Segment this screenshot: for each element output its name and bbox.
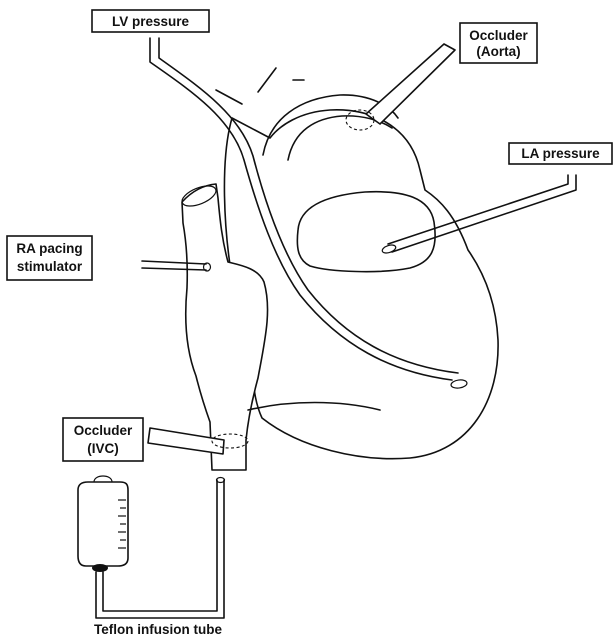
label-lv-pressure: LV pressure	[92, 10, 209, 32]
ra-pacing-line1: RA pacing	[16, 241, 82, 256]
left-atrium	[297, 192, 435, 272]
la-pressure-text: LA pressure	[521, 146, 600, 161]
label-occluder-aorta: Occluder (Aorta)	[460, 23, 537, 63]
aortic-branch-left	[216, 90, 242, 104]
teflon-tube-label: Teflon infusion tube	[94, 622, 222, 637]
occluder-aorta-line2: (Aorta)	[476, 44, 520, 59]
infusion-bag	[78, 476, 128, 572]
occluder-ivc-line2: (IVC)	[87, 441, 119, 456]
label-ra-pacing: RA pacing stimulator	[7, 236, 92, 280]
label-occluder-ivc: Occluder (IVC)	[63, 418, 143, 461]
label-la-pressure: LA pressure	[509, 143, 612, 164]
occluder-ivc-line1: Occluder	[74, 423, 133, 438]
occluder-aorta-line1: Occluder	[469, 28, 528, 43]
aorta-occluder-tube	[366, 44, 455, 124]
lv-pressure-text: LV pressure	[112, 14, 190, 29]
aortic-branch-mid	[258, 68, 276, 92]
ra-pacing-line2: stimulator	[17, 259, 83, 274]
